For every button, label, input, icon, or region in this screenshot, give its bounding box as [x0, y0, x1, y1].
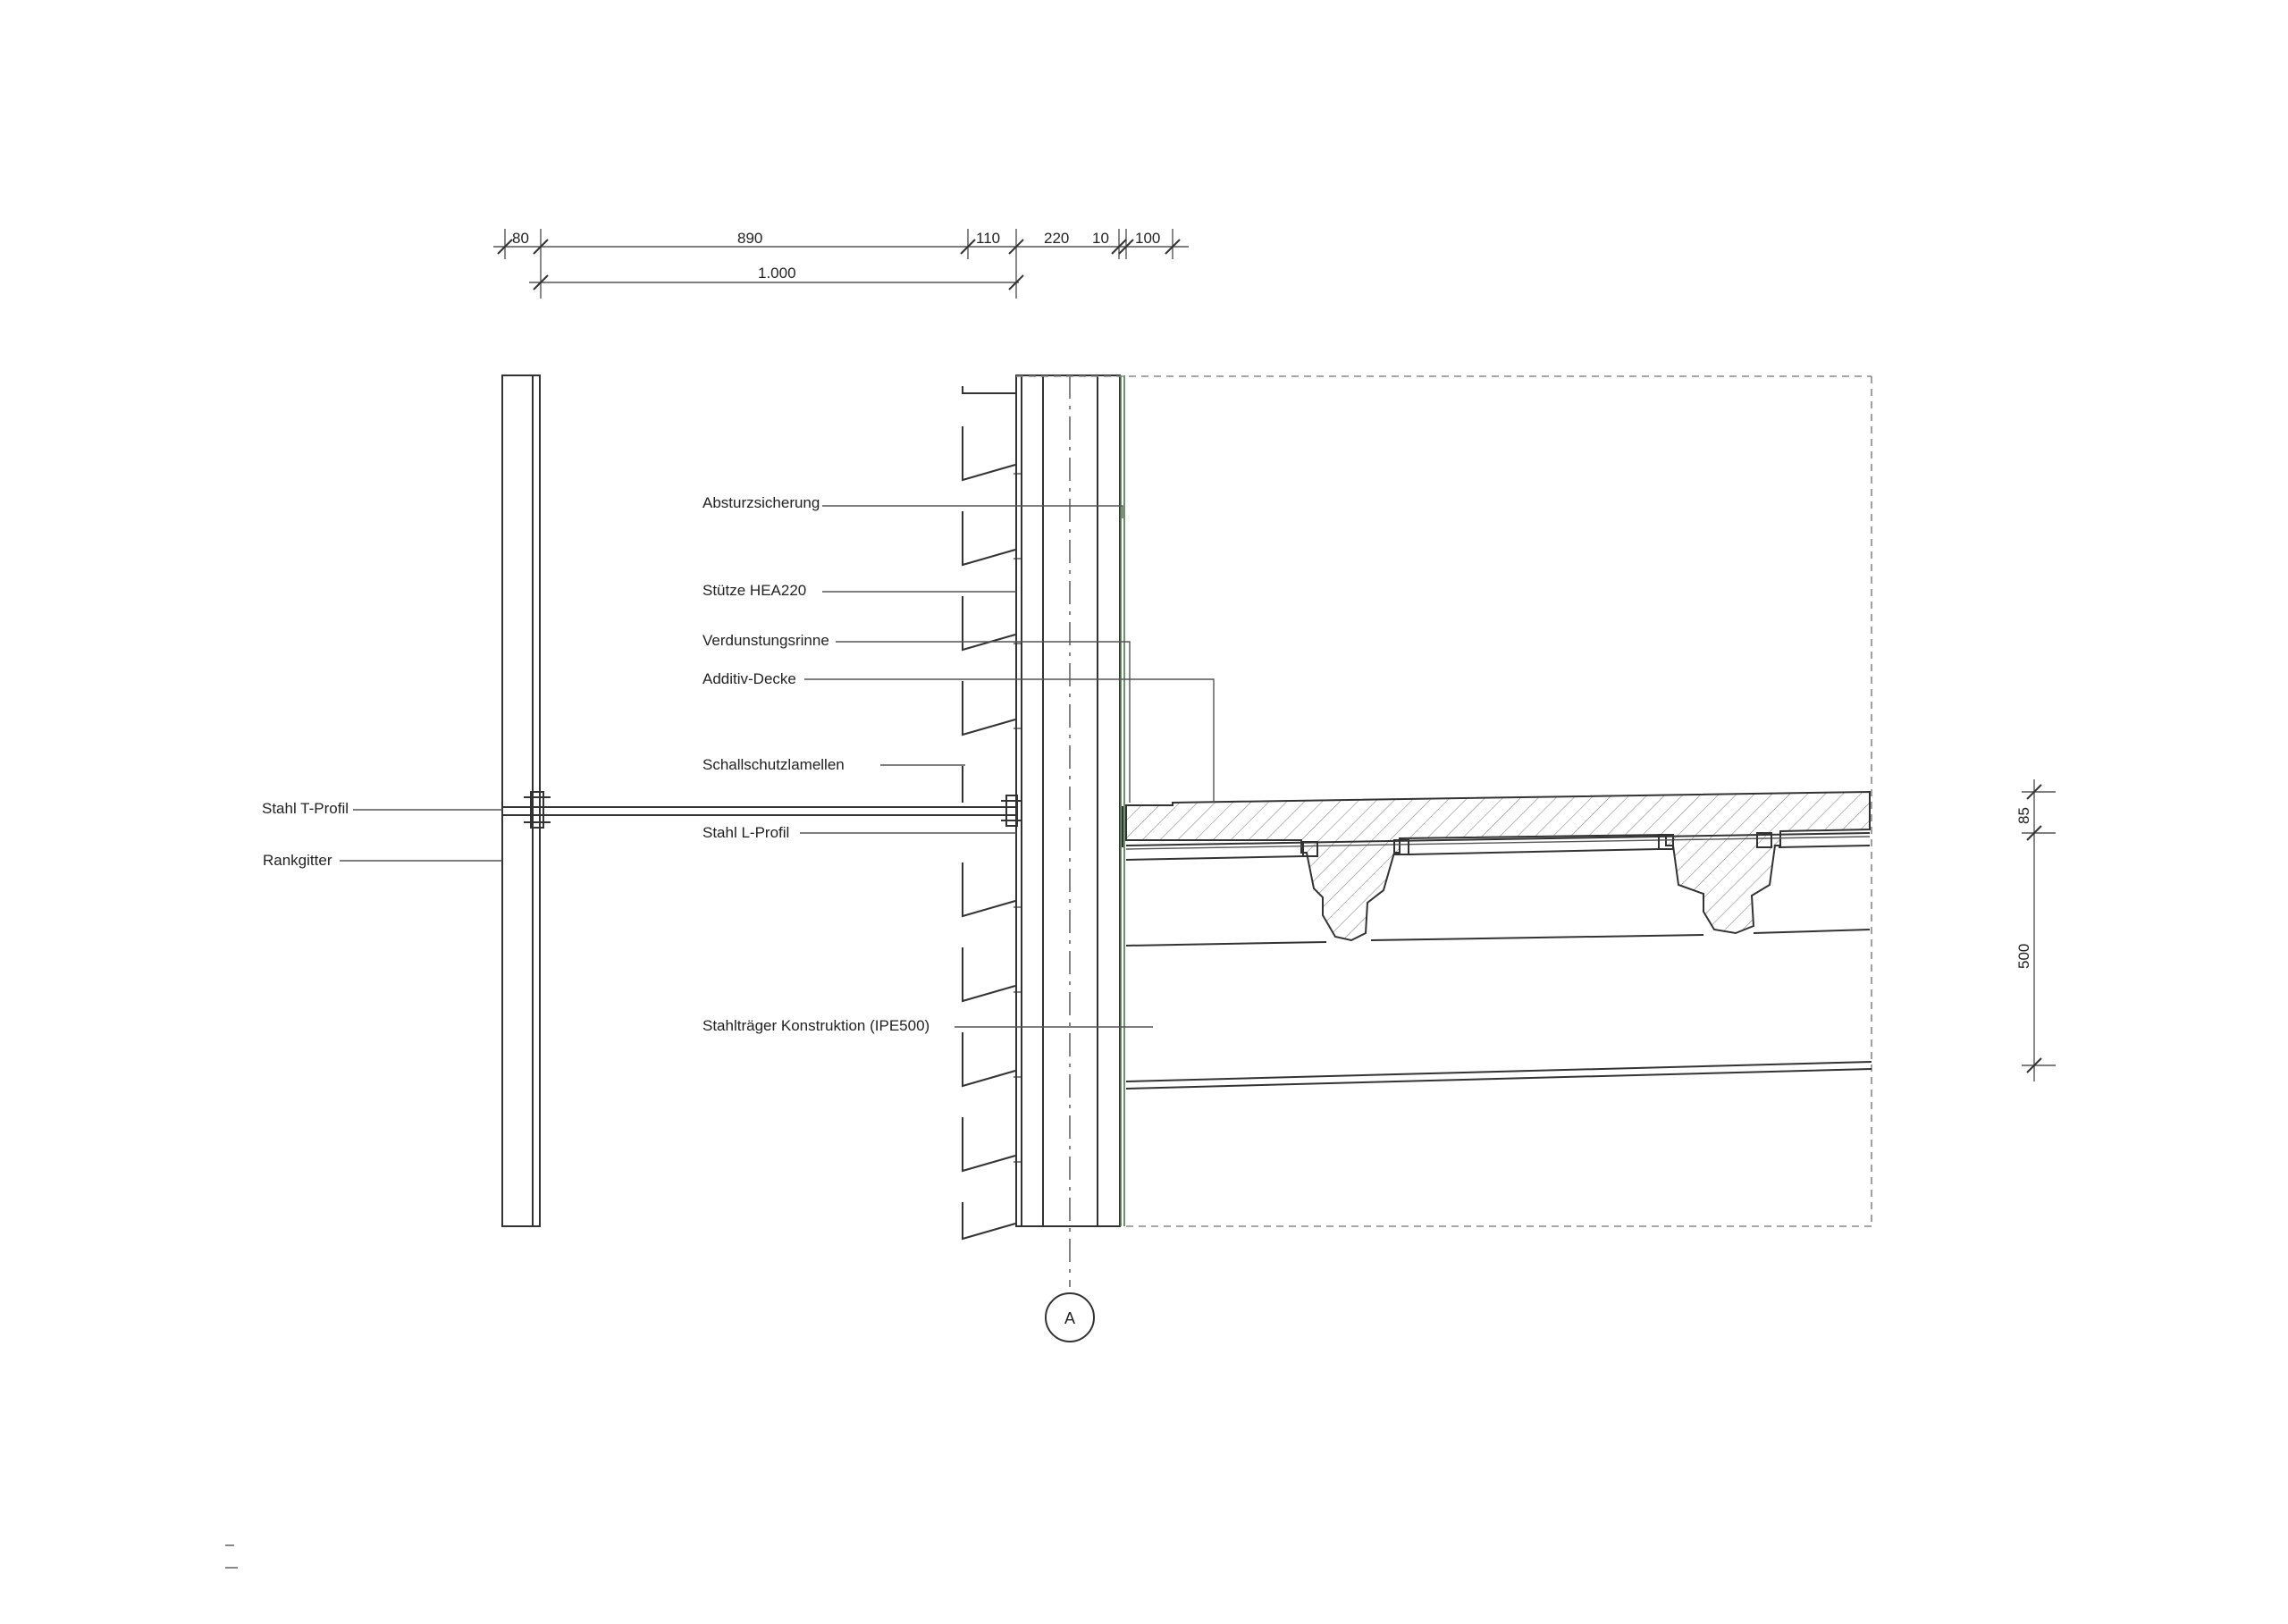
t-profile-connector	[502, 791, 1022, 829]
dim-500: 500	[2015, 944, 2032, 969]
dim-80: 80	[512, 230, 529, 247]
leader-lines	[340, 505, 1215, 1028]
dim-890: 890	[737, 230, 762, 247]
rankgitter-profile	[501, 374, 541, 1227]
column-hea220	[1015, 374, 1125, 1287]
schallschutz-lamellen	[962, 386, 1021, 1241]
top-dimension-chain: 80 890 110 220 10 100 1.000	[493, 229, 1189, 299]
dim-85: 85	[2015, 807, 2032, 824]
right-dimension-chain: 85 500	[2015, 779, 2056, 1081]
grid-axis-bubble: A	[1045, 1292, 1095, 1342]
label-stuetze-hea220: Stütze HEA220	[702, 582, 806, 599]
label-stahl-l-profil: Stahl L-Profil	[702, 824, 789, 841]
label-schallschutzlamellen: Schallschutzlamellen	[702, 756, 845, 773]
dim-total: 1.000	[758, 265, 796, 282]
grid-axis-label: A	[1064, 1309, 1075, 1327]
interior-frame	[1016, 375, 1872, 1227]
label-additiv-decke: Additiv-Decke	[702, 670, 796, 687]
dim-100: 100	[1135, 230, 1160, 247]
label-rankgitter: Rankgitter	[263, 852, 332, 869]
label-verdunstungsrinne: Verdunstungsrinne	[702, 632, 829, 649]
label-stahltraeger: Stahlträger Konstruktion (IPE500)	[702, 1017, 930, 1034]
dim-220: 220	[1044, 230, 1069, 247]
additiv-decke-slab	[1122, 790, 1871, 942]
dim-10: 10	[1092, 230, 1109, 247]
corner-marks	[225, 1544, 238, 1569]
label-stahl-t-profil: Stahl T-Profil	[262, 800, 349, 817]
dim-110: 110	[976, 230, 1000, 247]
ipe500-beams	[1125, 845, 1872, 1090]
label-absturzsicherung: Absturzsicherung	[702, 494, 820, 511]
